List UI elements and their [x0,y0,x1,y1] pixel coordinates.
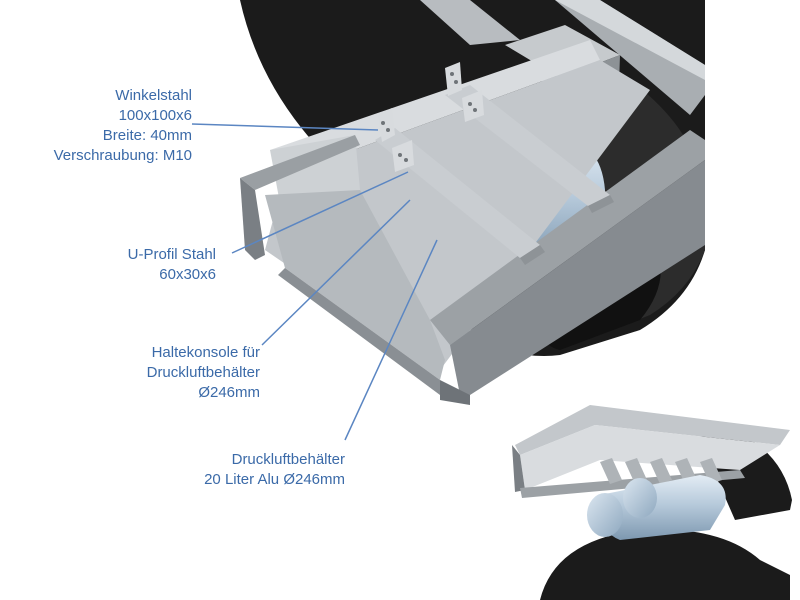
frame-right-rail-top [430,130,705,345]
label-haltekonsole-line-1: Haltekonsole für [151,344,260,361]
upper-rail-right-top [555,0,705,80]
label-haltekonsole: Haltekonsole für Druckluftbehälter Ø246m… [147,343,260,403]
frame-left-wall-outer [240,135,360,190]
label-winkelstahl-line-3: Breite: 40mm [102,127,192,144]
label-winkelstahl-line-1: Winkelstahl [115,87,192,104]
u-profile-1 [375,128,540,258]
angle-bracket-1 [378,108,395,142]
label-u-profil-line-1: U-Profil Stahl [127,246,216,263]
inset-frame-top [515,405,790,455]
label-winkelstahl-line-2: 100x100x6 [118,107,192,124]
inset-tank-end-2 [623,478,657,518]
leader-haltekonsole [261,199,411,346]
inset-tank-end-1 [587,493,623,537]
angle-bracket-4 [462,90,484,122]
label-winkelstahl: Winkelstahl 100x100x6 Breite: 40mm Versc… [54,86,192,166]
frame-left-wall-face [240,178,265,260]
label-druckluftbehaelter-line-1: Druckluftbehälter [231,451,345,468]
label-haltekonsole-line-2: Druckluftbehälter [146,364,260,381]
label-u-profil: U-Profil Stahl 60x30x6 [128,245,216,285]
upper-rail-left [420,0,520,45]
label-druckluftbehaelter: Druckluftbehälter 20 Liter Alu Ø246mm [204,450,345,490]
frame-right-rail-bottom [440,380,470,405]
frame-right-rail-face [450,160,705,395]
inset-view [512,405,792,600]
frame-front-panel [265,190,445,380]
angle-bracket-3 [392,140,414,172]
frame-front-lower-flange [278,268,440,395]
leader-lines [191,123,438,441]
label-u-profil-line-2: 60x30x6 [159,266,216,283]
angle-bracket-2 [445,62,462,96]
label-druckluftbehaelter-line-2: 20 Liter Alu Ø246mm [204,471,345,488]
u-profile-2 [445,85,610,206]
inset-frame-back [520,425,780,490]
label-haltekonsole-line-3: Ø246mm [198,384,260,401]
u-profile-2-side [588,195,614,213]
leader-u-profil [231,171,409,254]
leader-winkelstahl [191,123,379,131]
bolt-holes [381,72,477,162]
inset-frame-front [512,445,525,492]
label-winkelstahl-line-4: Verschraubung: M10 [53,147,192,164]
leader-druckluftbehaelter [344,239,438,441]
inset-tire-lower [540,529,790,600]
u-profile-1-side [520,245,545,265]
upper-rail-right [555,0,705,115]
main-view [240,0,705,405]
